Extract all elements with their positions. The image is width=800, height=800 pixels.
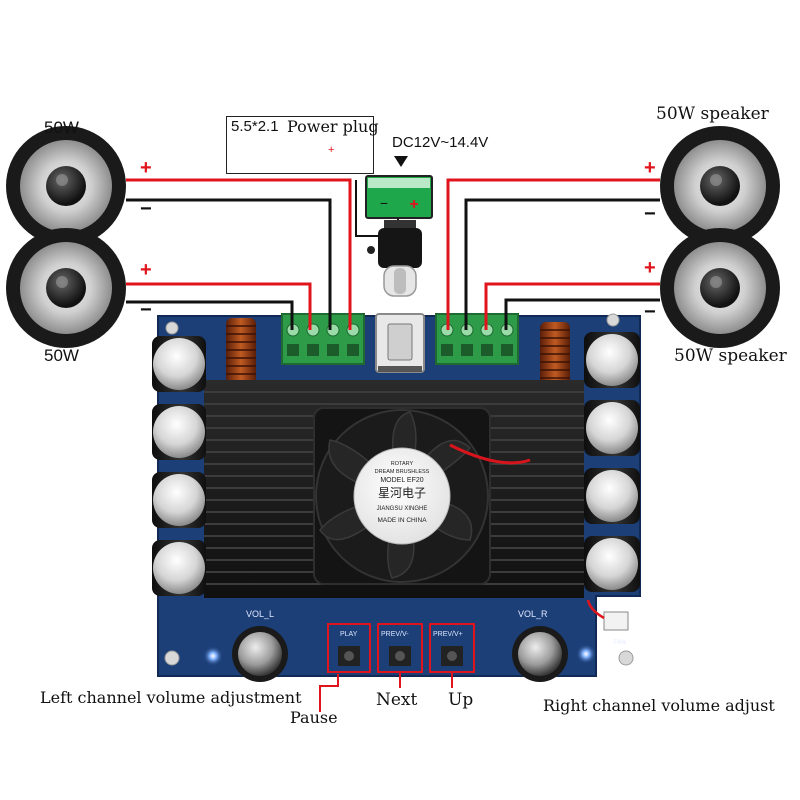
right-volume-label: Right channel volume adjust	[543, 696, 775, 715]
fan-hub-line3: MODEL EF20	[380, 477, 423, 484]
terminal-block-left	[281, 313, 365, 365]
silk-play: PLAY	[340, 631, 358, 638]
prev-minus-button[interactable]	[377, 623, 423, 673]
next-label: Next	[376, 690, 418, 710]
silk-fan: FAN	[614, 640, 626, 646]
up-label: Up	[448, 690, 474, 710]
knob-right[interactable]	[512, 626, 568, 682]
wire-black	[504, 298, 660, 330]
wire-red	[126, 282, 312, 330]
speaker-wires	[126, 178, 660, 330]
arrow-down-icon	[394, 156, 408, 167]
dc-range-label: DC12V~14.4V	[392, 134, 489, 151]
fan-hub-label	[353, 447, 451, 545]
capacitor	[584, 468, 640, 524]
plus-sign: +	[644, 157, 656, 179]
speaker-top-right	[660, 126, 780, 246]
battery	[365, 175, 433, 219]
capacitor	[152, 540, 206, 596]
power-plug-box	[226, 116, 374, 174]
fan-hub-line6: MADE IN CHINA	[377, 517, 427, 524]
speaker-top-left-label: 50W	[44, 118, 79, 137]
speaker-bottom-left	[6, 228, 126, 348]
plug-size-label: 5.5*2.1	[231, 118, 279, 135]
fan-hub-line1: ROTARY	[391, 461, 414, 467]
minus-sign: −	[140, 299, 152, 321]
wire-red	[126, 178, 352, 330]
plug-name-label: Power plug	[287, 117, 379, 136]
led-left	[203, 646, 223, 666]
silk-vol-r: VOL_R	[518, 609, 548, 619]
fan-connector	[586, 599, 629, 631]
battery-minus-label: −	[380, 195, 388, 211]
wire-black	[464, 198, 660, 330]
inductor-coil-left	[226, 318, 256, 384]
fan-hub-line4: 星河电子	[378, 486, 426, 500]
fan-hub-line5: JIANGSU XINGHE	[377, 506, 428, 512]
mounting-hole	[165, 321, 179, 335]
speaker-top-right-label: 50W speaker	[656, 104, 769, 124]
power-jack	[375, 313, 425, 373]
speaker-top-left	[6, 126, 126, 246]
plus-sign: +	[140, 259, 152, 281]
wire-red	[446, 178, 660, 330]
capacitor	[152, 404, 206, 460]
plus-sign: +	[644, 257, 656, 279]
fan-hub-line2: DREAM BRUSHLESS	[375, 469, 430, 475]
play-button[interactable]	[327, 623, 371, 673]
pause-callout-line	[319, 674, 339, 712]
left-volume-label: Left channel volume adjustment	[40, 688, 302, 707]
minus-sign: −	[140, 198, 152, 220]
minus-sign: −	[644, 203, 656, 225]
silk-prev-minus: PREV/V-	[381, 631, 409, 638]
wire-red	[484, 282, 660, 330]
dc-plug	[367, 220, 422, 297]
mounting-hole	[164, 650, 180, 666]
speaker-bottom-left-label: 50W	[44, 346, 79, 365]
minus-sign: −	[644, 301, 656, 323]
wire-black	[126, 198, 332, 330]
led-right	[576, 644, 596, 664]
capacitor	[152, 336, 206, 392]
speaker-bottom-right	[660, 228, 780, 348]
wire-black	[126, 300, 294, 330]
capacitor	[584, 400, 640, 456]
capacitor	[152, 472, 206, 528]
battery-plus-label: +	[409, 196, 418, 213]
inductor-coil-right	[540, 322, 570, 388]
silk-vol-l: VOL_L	[246, 609, 274, 619]
capacitor	[584, 332, 640, 388]
silk-prev-plus: PREV/V+	[433, 631, 463, 638]
knob-left[interactable]	[232, 626, 288, 682]
pause-label: Pause	[290, 708, 338, 727]
plus-sign: +	[140, 157, 152, 179]
plug-plus-label: +	[328, 144, 335, 156]
speaker-bottom-right-label: 50W speaker	[674, 346, 787, 366]
cooling-fan	[313, 407, 531, 585]
capacitor	[584, 536, 640, 592]
mounting-hole	[606, 313, 620, 327]
mounting-hole	[618, 650, 634, 666]
